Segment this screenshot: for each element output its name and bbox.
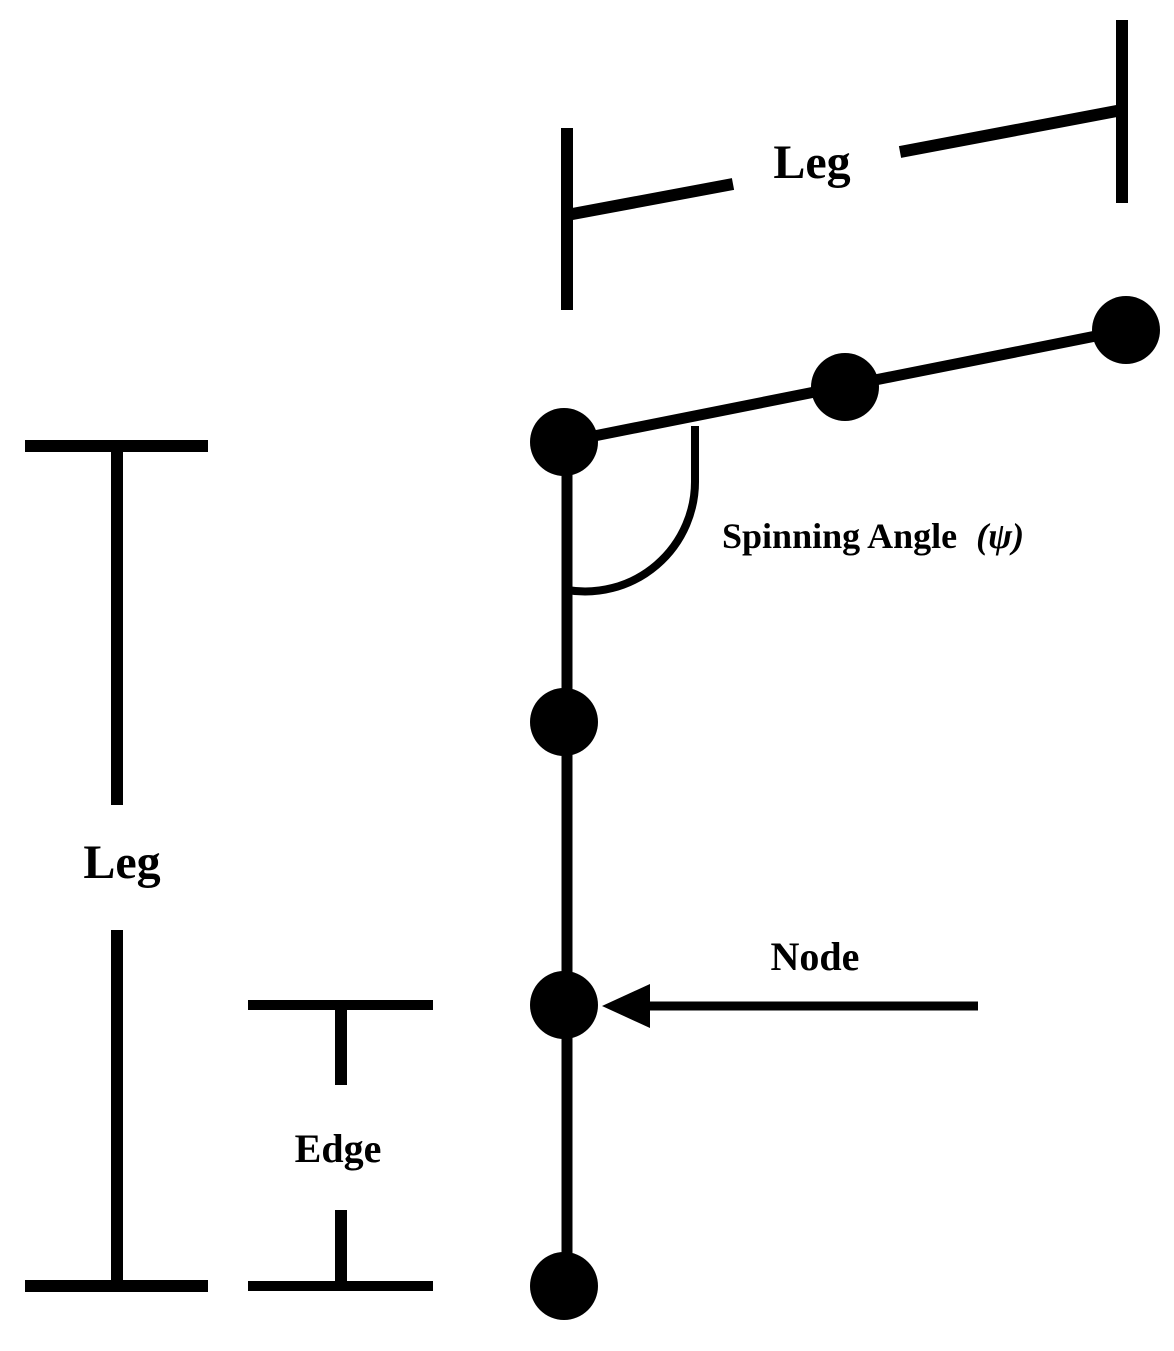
left-leg-label: Leg bbox=[83, 836, 160, 889]
node-junction bbox=[530, 408, 598, 476]
edge-dimension: Edge bbox=[248, 1000, 433, 1291]
node-spin-end bbox=[1092, 296, 1160, 364]
spinning-angle-symbol: (ψ) bbox=[976, 516, 1024, 556]
node-label: Node bbox=[771, 934, 860, 979]
spinning-angle-arc bbox=[566, 426, 700, 596]
left-leg-dimension: Leg bbox=[25, 440, 208, 1292]
node-arrow-head bbox=[602, 984, 650, 1028]
spinning-angle-label: Spinning Angle (ψ) bbox=[722, 516, 1024, 556]
node-spin-mid bbox=[811, 353, 879, 421]
top-leg-line-right bbox=[898, 104, 1124, 158]
top-leg-line-left bbox=[565, 178, 735, 221]
edge-label: Edge bbox=[295, 1126, 382, 1171]
node-vertical-2 bbox=[530, 971, 598, 1039]
top-leg-dimension: Leg bbox=[561, 20, 1128, 310]
chain bbox=[530, 296, 1160, 1320]
spinning-angle-text: Spinning Angle bbox=[722, 516, 957, 556]
node-pointer: Node bbox=[602, 934, 978, 1028]
top-leg-label: Leg bbox=[773, 136, 850, 189]
node-vertical-bottom bbox=[530, 1252, 598, 1320]
node-vertical-1 bbox=[530, 688, 598, 756]
